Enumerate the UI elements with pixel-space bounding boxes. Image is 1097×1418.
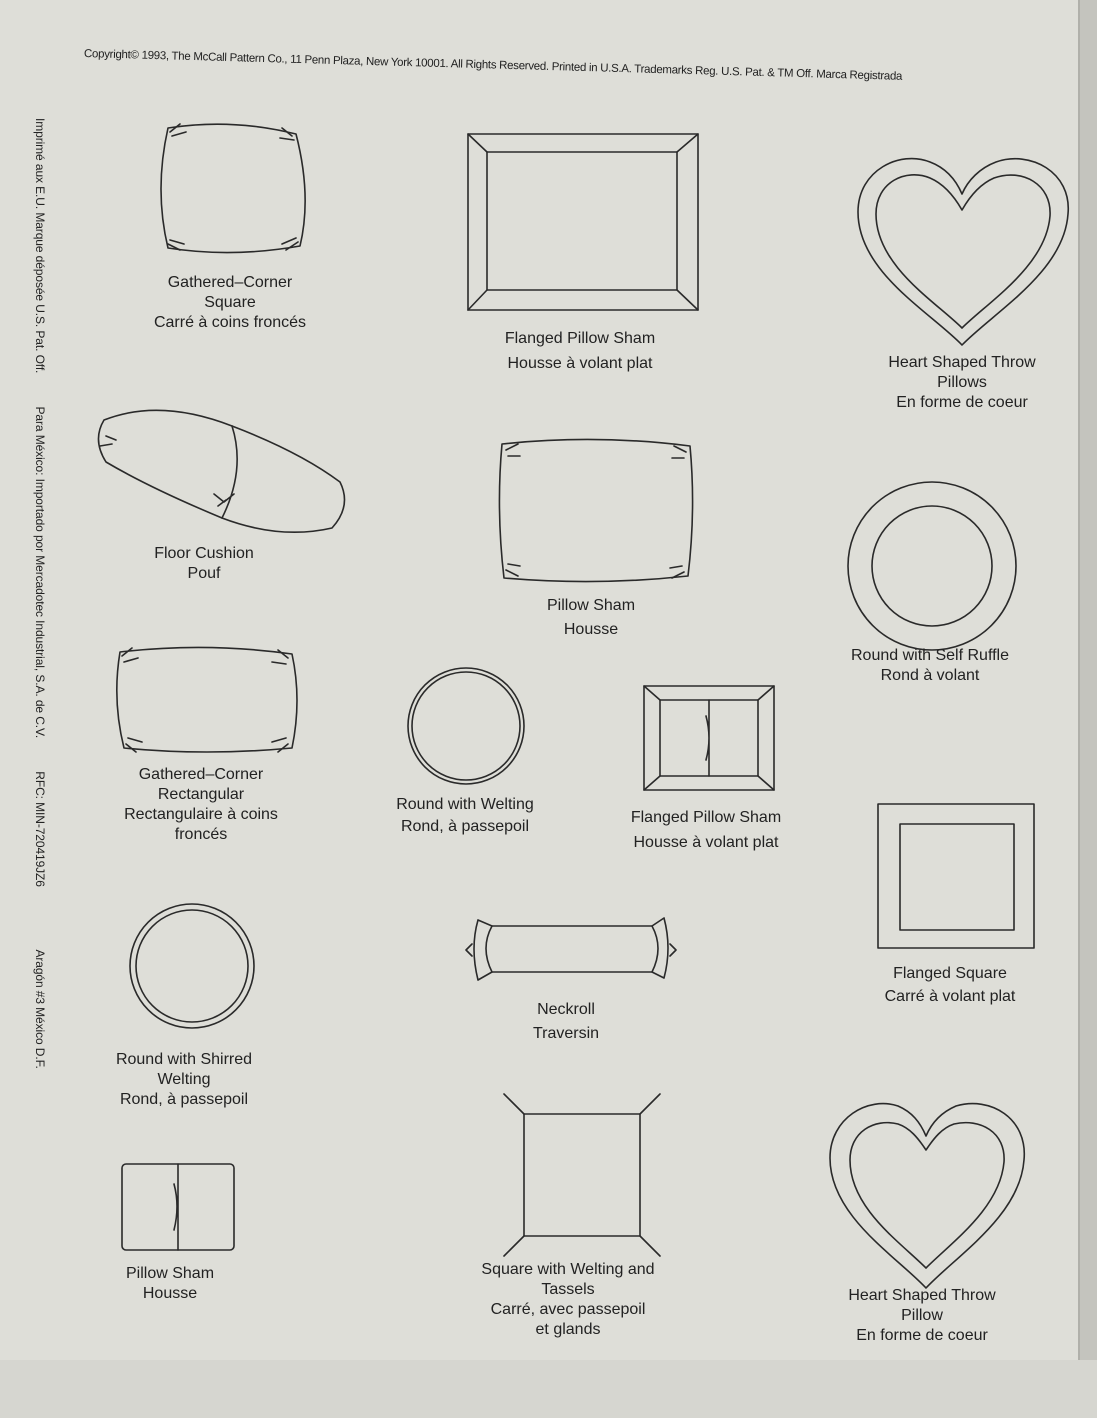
round-welting-drawing: [407, 667, 525, 785]
round-shirred-welting-drawing: [129, 903, 255, 1029]
pillow-sham-small-drawing: [121, 1163, 235, 1251]
pillow-illustrations: [97, 123, 1069, 1289]
sheet-edge: [1078, 0, 1097, 1360]
heart-pillow-drawing: [857, 157, 1069, 346]
flanged-pillow-sham-drawing: [467, 133, 699, 311]
pillow-sham-drawing: [498, 438, 694, 583]
flanged-pillow-sham-small-drawing: [643, 685, 775, 791]
square-welting-tassels-drawing: [503, 1093, 661, 1257]
heart-pillow-2-drawing: [829, 1102, 1025, 1289]
round-ruffle-drawing: [847, 481, 1017, 651]
floor-cushion-drawing: [97, 409, 346, 534]
gathered-corner-rectangular-drawing: [116, 646, 298, 753]
gathered-corner-square-drawing: [160, 123, 306, 254]
neckroll-drawing: [465, 917, 677, 981]
pattern-sheet: [0, 0, 1080, 1360]
flanged-square-drawing: [877, 803, 1035, 949]
